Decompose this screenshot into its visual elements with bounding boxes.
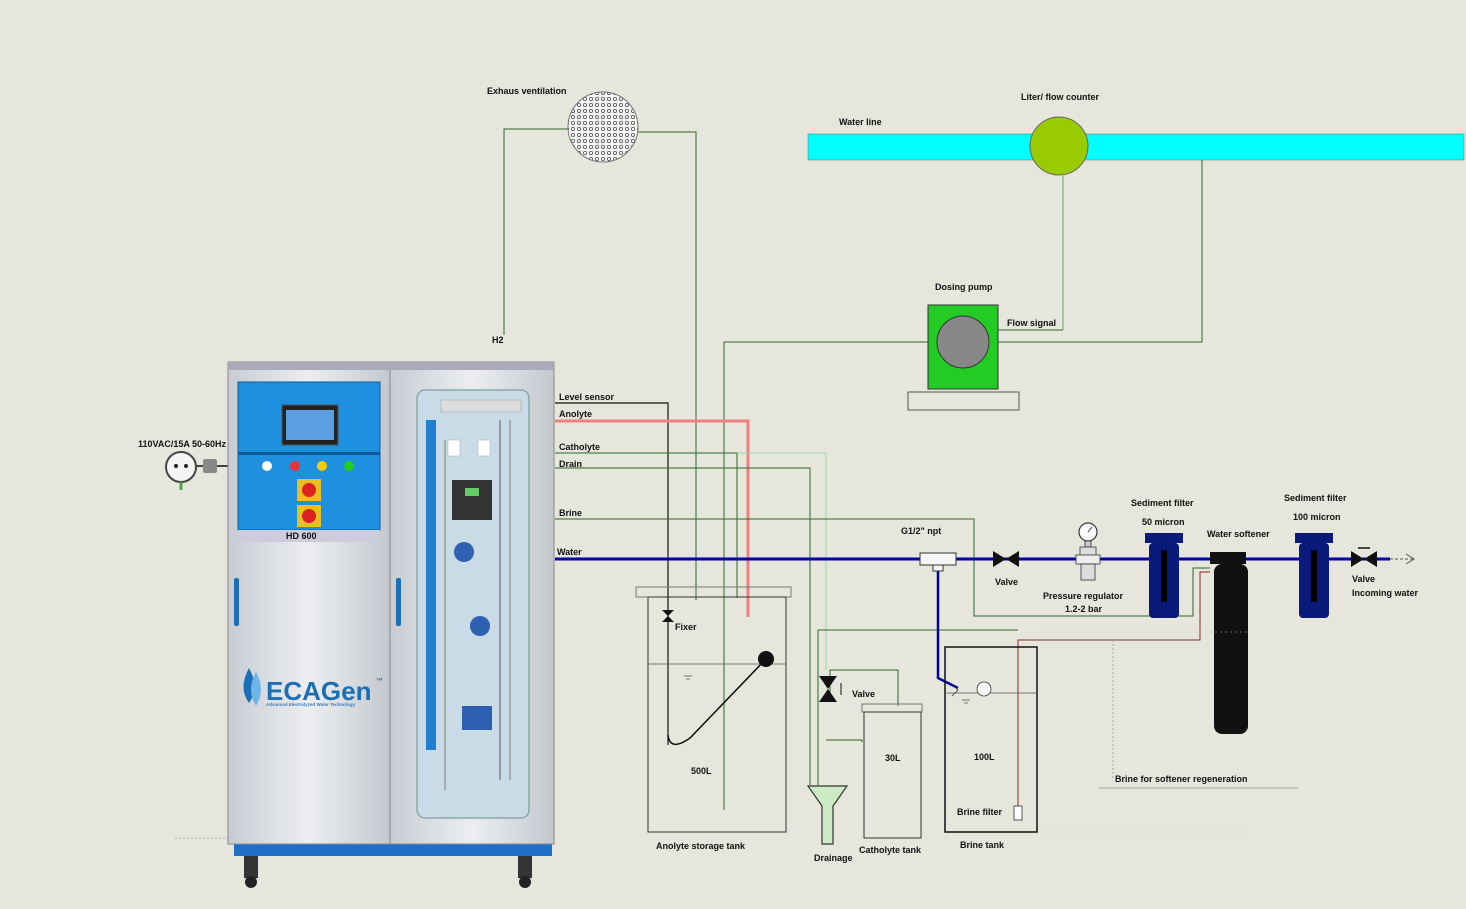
label-anolyte: Anolyte bbox=[559, 409, 592, 419]
brine-filter-icon bbox=[1013, 805, 1023, 821]
label-pressure-range: 1.2-2 bar bbox=[1065, 604, 1103, 614]
label-drain-valve: Valve bbox=[852, 689, 875, 699]
label-tank-100: 100L bbox=[974, 752, 995, 762]
label-dosing-pump: Dosing pump bbox=[935, 282, 993, 292]
label-incoming-water: Incoming water bbox=[1352, 588, 1419, 598]
label-tank-500: 500L bbox=[691, 766, 712, 776]
anolyte-pipe bbox=[555, 419, 750, 617]
label-brine-regen: Brine for softener regeneration bbox=[1115, 774, 1248, 784]
label-brine-filter: Brine filter bbox=[957, 807, 1003, 817]
indicator-green[interactable] bbox=[344, 461, 354, 471]
valve-icon[interactable] bbox=[993, 551, 1006, 567]
label-h2: H2 bbox=[492, 335, 504, 345]
label-brine-tank: Brine tank bbox=[960, 840, 1005, 850]
sediment-filter-50-icon bbox=[1145, 533, 1183, 618]
label-anolyte-tank: Anolyte storage tank bbox=[656, 841, 746, 851]
label-pressure-regulator: Pressure regulator bbox=[1043, 591, 1124, 601]
label-catholyte-tank: Catholyte tank bbox=[859, 845, 922, 855]
electrolytic-cell bbox=[426, 420, 436, 750]
label-sediment-filter-1: Sediment filter bbox=[1131, 498, 1194, 508]
label-valve-incoming: Valve bbox=[1352, 574, 1375, 584]
water-line-pipe bbox=[807, 133, 1465, 161]
label-sediment-1-size: 50 micron bbox=[1142, 517, 1185, 527]
pump-3-icon bbox=[462, 706, 492, 730]
label-brine: Brine bbox=[559, 508, 582, 518]
label-sediment-filter-2: Sediment filter bbox=[1284, 493, 1347, 503]
label-catholyte: Catholyte bbox=[559, 442, 600, 452]
incoming-valve-icon[interactable] bbox=[1351, 551, 1364, 567]
label-water: Water bbox=[557, 547, 582, 557]
g12-tee-fitting bbox=[919, 552, 957, 566]
logo-tagline: Advanced Electrolyzed Water Technology bbox=[266, 702, 356, 707]
label-tank-30: 30L bbox=[885, 753, 901, 763]
label-g12: G1/2" npt bbox=[901, 526, 941, 536]
brine-tank bbox=[944, 646, 1038, 833]
pump-2-icon bbox=[470, 616, 490, 636]
indicator-yellow[interactable] bbox=[317, 461, 327, 471]
door-handle-left[interactable] bbox=[234, 578, 239, 626]
label-water-softener: Water softener bbox=[1207, 529, 1270, 539]
power-socket-icon bbox=[165, 451, 232, 490]
label-drainage: Drainage bbox=[814, 853, 853, 863]
label-valve: Valve bbox=[995, 577, 1018, 587]
exhaust-ventilation-icon bbox=[567, 91, 639, 163]
main-switch[interactable] bbox=[302, 509, 316, 523]
label-level-sensor: Level sensor bbox=[559, 392, 615, 402]
pressure-regulator-icon bbox=[1075, 522, 1101, 581]
drainage-funnel-icon bbox=[806, 785, 849, 845]
drain-valve-icon[interactable] bbox=[819, 676, 837, 689]
label-sediment-2-size: 100 micron bbox=[1293, 512, 1341, 522]
emergency-stop-button[interactable] bbox=[302, 483, 316, 497]
sediment-filter-100-icon bbox=[1295, 533, 1333, 618]
label-model: HD 600 bbox=[286, 531, 317, 541]
label-fixer: Fixer bbox=[675, 622, 697, 632]
flowmeter-module bbox=[452, 480, 492, 520]
label-flow-signal: Flow signal bbox=[1007, 318, 1056, 328]
indicator-red[interactable] bbox=[290, 461, 300, 471]
catholyte-tank bbox=[863, 711, 922, 839]
water-softener-icon bbox=[1210, 552, 1248, 734]
level-float-icon bbox=[758, 651, 774, 667]
ecagen-hd600-unit: ECAGen ™ Advanced Electrolyzed Water Tec… bbox=[227, 361, 555, 888]
pump-1-icon bbox=[454, 542, 474, 562]
flow-counter-icon bbox=[1029, 116, 1089, 176]
label-exhaust: Exhaus ventilation bbox=[487, 86, 567, 96]
door-handle-right[interactable] bbox=[396, 578, 401, 626]
label-drain: Drain bbox=[559, 459, 582, 469]
dosing-pump-base bbox=[907, 391, 1020, 411]
label-water-line: Water line bbox=[839, 117, 882, 127]
indicator-white[interactable] bbox=[262, 461, 272, 471]
anolyte-storage-tank bbox=[647, 596, 787, 833]
label-flow-counter: Liter/ flow counter bbox=[1021, 92, 1100, 102]
logo-tm: ™ bbox=[376, 678, 383, 685]
label-power: 110VAC/15A 50-60Hz bbox=[138, 439, 227, 449]
logo-text: ECAGen bbox=[266, 676, 371, 706]
